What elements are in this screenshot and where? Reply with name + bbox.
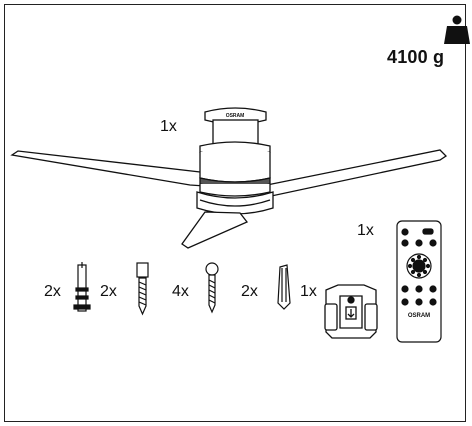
anchor-bolt-illustration <box>73 262 91 312</box>
weight-value: 4100 g <box>387 47 445 67</box>
wall-plug-illustration <box>277 264 291 310</box>
wood-screw-illustration <box>205 262 219 314</box>
fan-quantity: 1x <box>160 118 177 135</box>
fan-blade-right <box>261 149 448 199</box>
fan-blade-front <box>181 211 249 249</box>
remote-brand-text: OSRAM <box>408 313 430 319</box>
wood-screw-quantity: 4x <box>172 283 189 300</box>
wall-plug-quantity: 2x <box>241 283 258 300</box>
weight-icon <box>444 15 470 44</box>
figure-frame <box>4 4 466 422</box>
remote-control-illustration <box>396 220 442 343</box>
remote-holder-illustration <box>324 284 378 339</box>
hex-screw-illustration <box>136 262 149 316</box>
remote-quantity: 1x <box>357 222 374 239</box>
hex-screw-quantity: 2x <box>100 283 117 300</box>
ceiling-fan-illustration <box>10 107 448 249</box>
anchor-bolt-quantity: 2x <box>44 283 61 300</box>
fan-blade-left <box>10 150 211 187</box>
fan-brand-text: OSRAM <box>226 113 245 119</box>
remote-holder-quantity: 1x <box>300 283 317 300</box>
